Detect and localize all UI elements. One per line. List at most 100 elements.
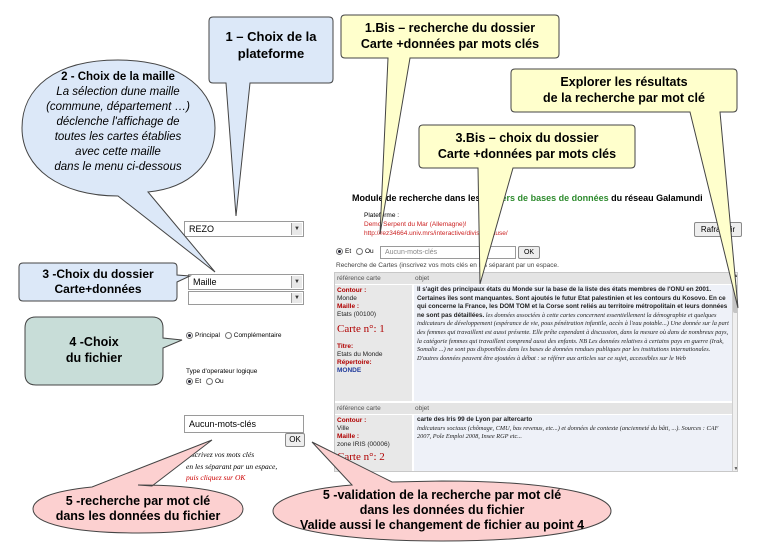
callout-shape	[32, 439, 244, 534]
results-table: référence carte objet Contour : Monde Ma…	[334, 272, 738, 472]
table-header: référence carte objet	[335, 403, 732, 414]
table-row[interactable]: Contour : Monde Maille : Etats (00100) C…	[335, 285, 732, 401]
module-ok-button[interactable]: OK	[518, 246, 540, 259]
callout-shape	[24, 316, 183, 386]
callout-file-line-2: du fichier	[65, 351, 123, 365]
logic-operator-label: Type d'operateur logique	[186, 368, 258, 375]
contour-value: Monde	[337, 295, 357, 302]
chevron-down-icon: ▼	[291, 293, 302, 303]
titre-value: Etats du Monde	[337, 351, 383, 358]
card-number[interactable]: Carte n°: 1	[337, 323, 385, 335]
mesh-select[interactable]: Maille ▼	[188, 274, 304, 290]
callout-keyword-search: 5 -recherche par mot clé dans les donnée…	[32, 439, 244, 534]
module-title-green: fichiers de bases de données	[483, 193, 609, 203]
keyword-input[interactable]: Aucun-mots-clés	[184, 415, 304, 433]
col-obj-header: objet	[415, 275, 430, 282]
refresh-button-label: Rafraichir	[700, 225, 736, 234]
callout-keyword-search-line-2: dans les données du fichier	[55, 509, 221, 523]
keyword-input-value: Aucun-mots-clés	[189, 419, 257, 429]
mesh-select-value: Maille	[193, 277, 217, 287]
callout-keyword-search-line-1: 5 -recherche par mot clé	[65, 494, 211, 508]
callout-file: 4 -Choix du fichier	[24, 316, 183, 386]
module-ok-label: OK	[523, 249, 535, 256]
callout-mesh-title: 2 - Choix de la maille	[61, 71, 175, 83]
callout-shape	[18, 262, 192, 302]
platform-name: Demo Serpent du Mar (Allemagne)!	[364, 221, 467, 228]
object-bold-text: carte des Iris 99 de Lyon par altercarto	[417, 416, 533, 423]
col-ref-header: référence carte	[337, 275, 381, 282]
callout-mesh-line-2: (commune, département …)	[46, 101, 190, 113]
module-logic-radios: Et Ou	[336, 248, 374, 255]
file-type-radios: Principal Complémentaire	[186, 332, 281, 339]
callout-explore: Explorer les résultats de la recherche p…	[510, 68, 739, 309]
callout-mesh: 2 - Choix de la maille La sélection dune…	[20, 58, 216, 273]
callout-shape	[21, 59, 216, 273]
module-title-post: du réseau Galamundi	[608, 193, 703, 203]
callout-explore-line-1: Explorer les résultats	[560, 75, 688, 89]
module-search-input[interactable]: Aucun-mots-clés	[380, 246, 516, 259]
rep-label: Répertoire:	[337, 359, 372, 366]
radio-et-label: Et	[195, 378, 202, 386]
radio-ou[interactable]	[205, 378, 213, 385]
callout-folder-line-1: 3 -Choix du dossier	[42, 267, 154, 281]
callout-search-folder: 1.Bis – recherche du dossier Carte +donn…	[340, 14, 560, 235]
object-cell: carte des Iris 99 de Lyon par altercarto…	[414, 415, 732, 471]
hint-line-2: en les séparant par un espace,	[186, 462, 278, 471]
platform-select-value: REZO	[189, 224, 215, 234]
scroll-down-icon[interactable]: ▼	[733, 466, 738, 472]
col-ref-header: référence carte	[337, 405, 381, 412]
callout-shape	[272, 441, 612, 542]
callout-shape	[510, 68, 739, 309]
object-italic-text: indicateurs sociaux (chômage, CMU, bas r…	[417, 424, 719, 441]
platform-select[interactable]: REZO ▼	[184, 221, 304, 237]
callout-folder-line-2: Carte+données	[54, 282, 142, 296]
maille-label: Maille :	[337, 303, 360, 310]
object-bold-text: Il s'agit des principaux états du Monde …	[417, 286, 728, 319]
module-radio-et-label: Et	[345, 248, 352, 256]
table-row[interactable]: Contour : Ville Maille : zone IRIS (0000…	[335, 415, 732, 471]
module-title: Module de recherche dans les fichiers de…	[352, 193, 703, 203]
object-italic-text: les données associées à cette cartes con…	[417, 311, 729, 362]
radio-ou-label: Ou	[214, 378, 224, 386]
module-title-pre: Module de recherche dans les	[352, 193, 484, 203]
callout-folder: 3 -Choix du dossier Carte+données	[18, 262, 192, 302]
file-select[interactable]: ▼	[188, 291, 304, 305]
callout-mesh-line-1: La sélection dune maille	[56, 86, 180, 98]
radio-principal[interactable]	[186, 332, 193, 339]
col-obj-header: objet	[415, 405, 430, 412]
ref-cell: Contour : Monde Maille : Etats (00100) C…	[335, 285, 412, 401]
maille-value: zone IRIS (00006)	[337, 441, 390, 448]
module-search-value: Aucun-mots-clés	[385, 249, 438, 256]
callout-mesh-line-3: déclenche l'affichage de	[56, 116, 180, 128]
callout-shape	[418, 124, 636, 285]
callout-search-folder-line-2: Carte +données par mots clés	[360, 37, 540, 51]
hint-line-3: puis cliquez sur OK	[186, 473, 246, 482]
callout-platform-line-2: plateforme	[237, 46, 305, 61]
module-radio-ou-label: Ou	[364, 248, 374, 256]
callout-platform-line-1: 1 – Choix de la	[225, 29, 317, 44]
module-search-hint: Recherche de Cartes (inscrivez vos mots …	[336, 262, 559, 269]
module-radio-et[interactable]	[336, 248, 343, 255]
ok-button[interactable]: OK	[285, 433, 305, 447]
radio-et[interactable]	[186, 378, 193, 385]
callout-validation-line-2: dans les données du fichier	[359, 503, 525, 517]
scroll-thumb[interactable]	[733, 285, 737, 313]
callout-validation-line-1: 5 -validation de la recherche par mot cl…	[322, 488, 562, 502]
callout-choose-folder-line-2: Carte +données par mots clés	[437, 147, 617, 161]
radio-complementaire[interactable]	[224, 332, 232, 339]
callout-validation-line-3: Valide aussi le changement de fichier au…	[299, 518, 585, 532]
maille-label: Maille :	[337, 433, 360, 440]
callout-mesh-line-4: toutes les cartes établies	[54, 131, 182, 143]
callout-mesh-line-5: avec cette maille	[75, 146, 161, 158]
callout-explore-line-2: de la recherche par mot clé	[543, 91, 705, 105]
ok-button-label: OK	[289, 435, 301, 444]
callout-file-line-1: 4 -Choix	[69, 335, 119, 349]
radio-complementaire-label: Complémentaire	[233, 332, 282, 340]
card-number[interactable]: Carte n°: 2	[337, 451, 385, 463]
callout-validation: 5 -validation de la recherche par mot cl…	[272, 441, 612, 542]
platform-url[interactable]: http://rez34664.univ.mrs/interactive/div…	[364, 230, 508, 237]
table-header: référence carte objet	[335, 273, 732, 284]
module-radio-ou[interactable]	[355, 248, 363, 255]
contour-label: Contour :	[337, 417, 367, 424]
callout-mesh-line-6: dans le menu ci-dessous	[54, 161, 182, 173]
